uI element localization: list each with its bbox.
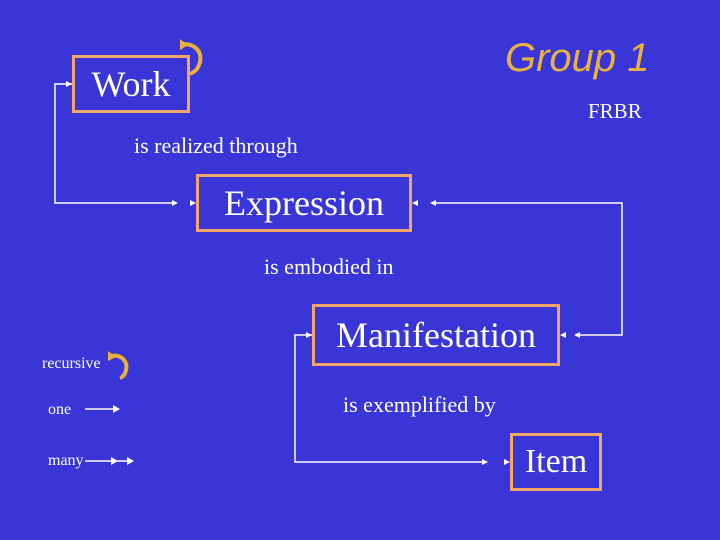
legend-one-label: one xyxy=(48,401,72,418)
entity-manifestation: Manifestation xyxy=(312,304,560,366)
work-recursive-arrowhead xyxy=(180,39,188,50)
arrowhead xyxy=(560,332,566,338)
relationship-label-exemplified: is exemplified by xyxy=(343,392,496,417)
legend-recursive-arrowhead xyxy=(108,351,116,361)
entity-work: Work xyxy=(72,55,190,113)
arrowhead xyxy=(574,332,580,338)
legend-many-label: many xyxy=(48,452,84,469)
arrowhead xyxy=(412,200,418,206)
arrowhead xyxy=(504,459,510,465)
arrowhead xyxy=(190,200,196,206)
arrowhead xyxy=(306,332,312,338)
arrowhead xyxy=(172,200,178,206)
legend-recursive-arrow-icon xyxy=(110,353,129,380)
legend-many-arrowhead xyxy=(111,457,118,465)
work-recursive-arrow-icon xyxy=(182,42,203,76)
diagram-subtitle: FRBR xyxy=(588,99,642,123)
relationship-label-embodied: is embodied in xyxy=(264,254,394,279)
entity-expression: Expression xyxy=(196,174,412,232)
diagram-title: Group 1 xyxy=(505,36,650,80)
expression-manifestation-connector xyxy=(434,202,623,336)
entity-item: Item xyxy=(510,433,602,491)
arrowhead xyxy=(66,81,72,87)
arrowhead xyxy=(482,459,488,465)
arrowhead xyxy=(430,200,436,206)
legend-many-arrowhead xyxy=(127,457,134,465)
legend-one-arrowhead xyxy=(113,405,120,413)
relationship-label-realized: is realized through xyxy=(134,133,298,158)
manifestation-item-connector xyxy=(294,334,484,463)
legend-recursive-label: recursive xyxy=(42,355,101,372)
work-expression-connector xyxy=(54,83,176,204)
